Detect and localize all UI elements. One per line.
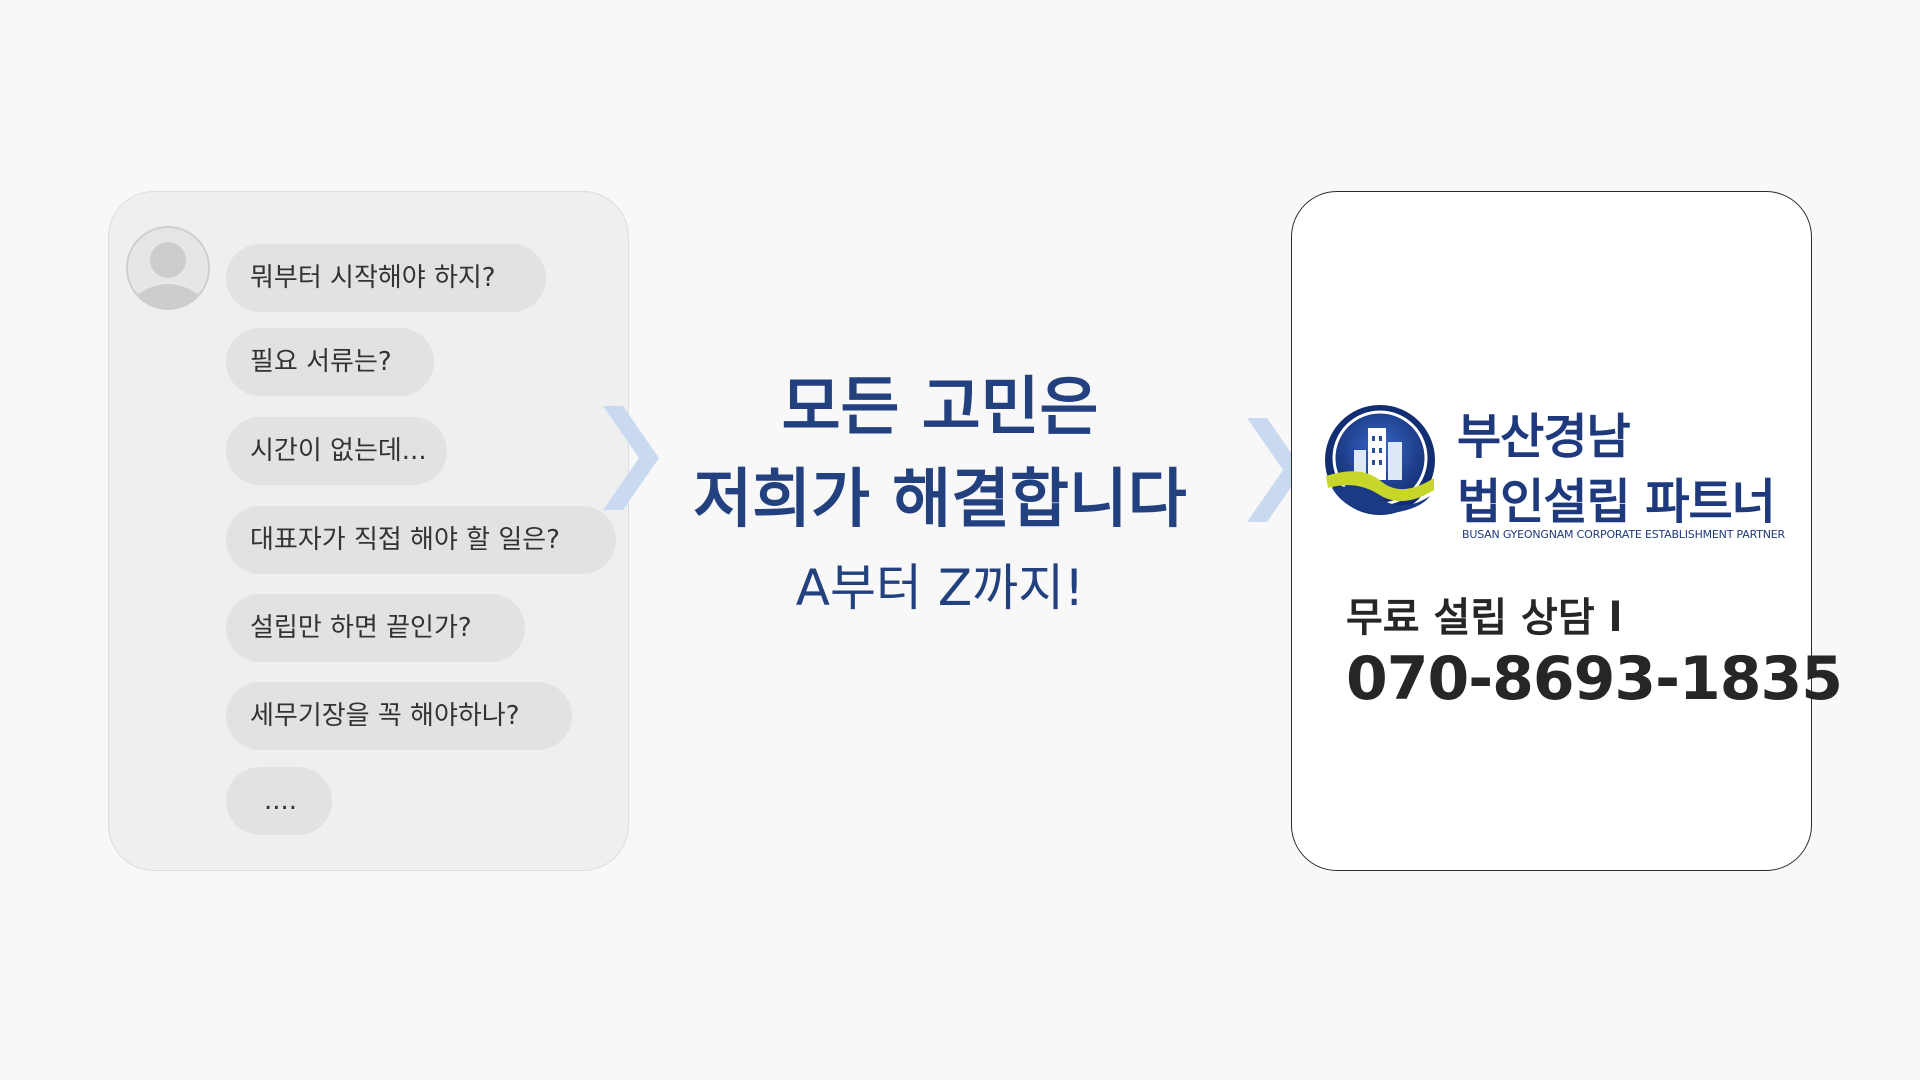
chat-bubble: 필요 서류는? bbox=[226, 328, 434, 396]
chat-bubble: 설립만 하면 끝인가? bbox=[226, 594, 525, 662]
headline-line-2: 저희가 해결합니다 bbox=[693, 463, 1187, 537]
chevron-right-icon bbox=[603, 406, 659, 510]
headline-line-1: 모든 고민은 bbox=[781, 371, 1099, 445]
concerns-chat-card: 뭐부터 시작해야 하지? 필요 서류는? 시간이 없는데... 대표자가 직접 … bbox=[108, 191, 629, 871]
chat-bubble: 뭐부터 시작해야 하지? bbox=[226, 244, 546, 312]
chat-bubble: 세무기장을 꼭 해야하나? bbox=[226, 682, 572, 750]
subline: A부터 Z까지! bbox=[795, 559, 1085, 617]
user-avatar-icon bbox=[126, 226, 210, 310]
headline-block: 모든 고민은 저희가 해결합니다 A부터 Z까지! bbox=[660, 362, 1220, 618]
building-logo-icon bbox=[1325, 405, 1435, 515]
brand-name-line-1: 부산경남 bbox=[1457, 409, 1631, 465]
phone-number[interactable]: 070-8693-1835 bbox=[1346, 644, 1843, 714]
free-consult-label: 무료 설립 상담 l bbox=[1346, 595, 1623, 641]
contact-card: 부산경남 법인설립 파트너 BUSAN GYEONGNAM CORPORATE … bbox=[1291, 191, 1843, 871]
chat-bubble: .... bbox=[226, 767, 332, 835]
chat-bubble: 대표자가 직접 해야 할 일은? bbox=[226, 506, 616, 574]
brand-name-line-2: 법인설립 파트너 bbox=[1457, 474, 1776, 530]
chat-bubble: 시간이 없는데... bbox=[226, 417, 447, 485]
brand-name-english: BUSAN GYEONGNAM CORPORATE ESTABLISHMENT … bbox=[1462, 528, 1785, 541]
